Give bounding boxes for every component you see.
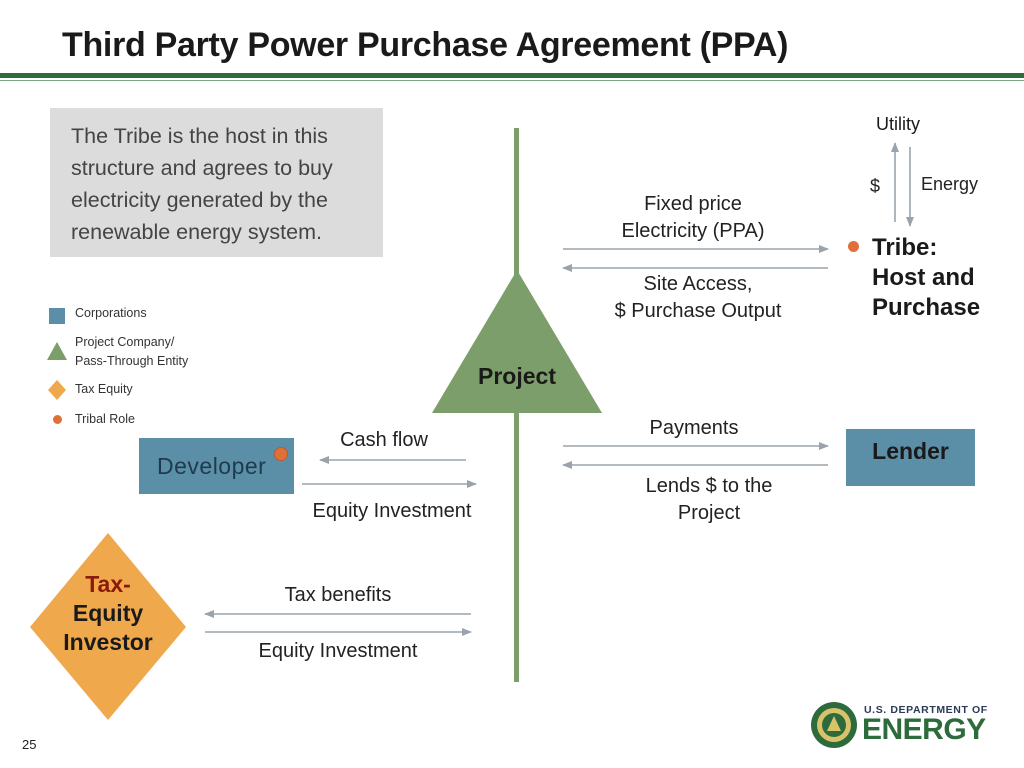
tax-equity-diamond (30, 533, 186, 720)
site-access-line-2: $ Purchase Output (614, 300, 782, 322)
lends-line-1: Lends $ to the (645, 475, 773, 497)
tax-investor-line-3: Investor (63, 629, 153, 655)
page-number: 25 (22, 737, 37, 752)
developer-equity-label: Equity Investment (312, 500, 472, 522)
tribe-label-1: Tribe: (872, 234, 938, 261)
doe-seal-icon (811, 702, 857, 748)
legend-project-company-1: Project Company/ (75, 335, 175, 349)
doe-logo-line-1: U.S. DEPARTMENT OF (864, 704, 988, 716)
legend-tribal-role: Tribal Role (75, 412, 135, 426)
slide-title: Third Party Power Purchase Agreement (PP… (62, 26, 789, 64)
explanation-note: The Tribe is the host in this structure … (50, 108, 383, 257)
fixed-price-line-2: Electricity (PPA) (621, 220, 765, 242)
legend-project-company-2: Pass-Through Entity (75, 354, 189, 368)
fixed-price-line-1: Fixed price (644, 193, 742, 215)
tax-equity-investment-label: Equity Investment (258, 640, 418, 662)
tax-benefits-label: Tax benefits (284, 584, 392, 606)
project-triangle (432, 270, 602, 413)
tax-equity-diamond-icon (48, 380, 66, 400)
tribe-label-2: Host and (872, 264, 975, 291)
doe-logo-line-2: ENERGY (862, 713, 986, 746)
tax-equity-investor-label: Tax- Equity Investor (48, 570, 168, 657)
utility-dollar-label: $ (870, 176, 881, 196)
project-label: Project (478, 363, 556, 389)
tax-investor-line-2: Equity (72, 600, 144, 626)
tribal-role-dot (848, 241, 859, 252)
payments-label: Payments (649, 417, 739, 439)
title-rule (0, 73, 1024, 78)
site-access-line-1: Site Access, (643, 273, 753, 295)
tribe-label-3: Purchase (872, 294, 981, 321)
developer-tribal-dot (274, 447, 288, 461)
developer-node: Developer (139, 438, 294, 494)
cash-flow-label: Cash flow (340, 429, 428, 451)
lender-node: Lender (846, 429, 975, 486)
legend-corporations: Corporations (75, 306, 147, 320)
utility-energy-label: Energy (921, 174, 979, 194)
site-access-label: Site Access, $ Purchase Output (588, 271, 808, 325)
tax-investor-line-1: Tax- (85, 571, 131, 597)
legend-tax-equity: Tax Equity (75, 382, 133, 396)
project-triangle-icon (47, 342, 67, 360)
lends-line-2: Project (677, 502, 741, 524)
corporation-square-icon (49, 308, 65, 324)
legend: Corporations Project Company/ Pass-Throu… (40, 300, 210, 430)
doe-logo: U.S. DEPARTMENT OF ENERGY (810, 700, 1000, 750)
tribe-node: Tribe: Host and Purchase (872, 233, 980, 323)
title-rule-thin (0, 80, 1024, 81)
utility-label: Utility (876, 114, 920, 134)
lends-label: Lends $ to the Project (609, 473, 809, 527)
tribal-role-dot-icon (53, 415, 62, 424)
fixed-price-label: Fixed price Electricity (PPA) (593, 191, 793, 245)
